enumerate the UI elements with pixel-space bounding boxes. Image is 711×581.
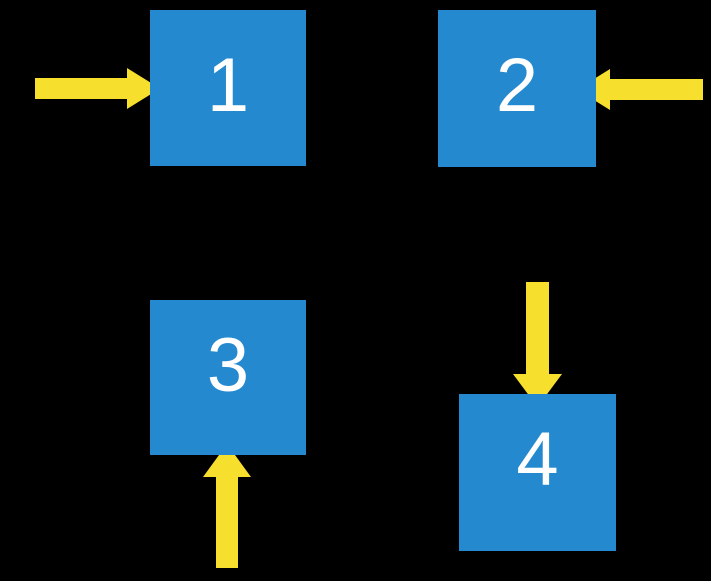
arrow-left-shape [577,69,703,110]
node-box-1[interactable]: 1 [150,10,306,166]
node-label-3: 3 [206,323,250,408]
arrow-into-3 [203,444,251,568]
node-box-3[interactable]: 3 [150,300,306,455]
node-label-1: 1 [206,43,250,128]
arrow-into-1 [35,68,160,109]
node-label-4: 4 [516,417,559,502]
arrow-down-shape [513,282,562,407]
node-label-2: 2 [495,43,539,128]
node-box-2[interactable]: 2 [438,10,596,167]
arrow-into-2 [577,69,703,110]
arrow-into-4 [513,282,562,407]
arrow-right-shape [35,68,160,109]
node-box-4[interactable]: 4 [459,394,616,551]
arrow-up-shape [203,444,251,568]
